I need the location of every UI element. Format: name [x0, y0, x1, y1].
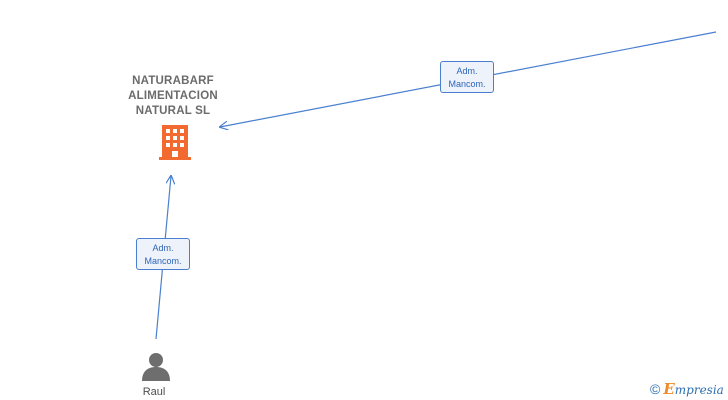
copyright-icon: ©	[650, 381, 661, 397]
relation-role: Adm.	[456, 66, 478, 76]
person-icon[interactable]	[142, 353, 170, 381]
relation-role: Adm.	[152, 243, 174, 253]
person-name[interactable]: Raul	[142, 386, 166, 398]
brand-initial: E	[663, 380, 675, 398]
relation-role-type: Mancom.	[448, 79, 486, 89]
company-name-line-3: NATURAL SL	[135, 105, 211, 117]
empresia-logo: ©Empresia	[650, 380, 724, 398]
company-name-line-1: NATURABARF	[132, 75, 214, 87]
company-name[interactable]: NATURABARF ALIMENTACION NATURAL SL	[108, 74, 238, 119]
relation-label-person[interactable]: Adm. Mancom.	[136, 238, 190, 270]
brand-name: mpresia	[674, 383, 724, 397]
relation-label-external[interactable]: Adm. Mancom.	[440, 61, 494, 93]
building-icon[interactable]	[159, 125, 191, 160]
relation-role-type: Mancom.	[144, 256, 182, 266]
company-name-line-2: ALIMENTACION	[128, 90, 218, 102]
